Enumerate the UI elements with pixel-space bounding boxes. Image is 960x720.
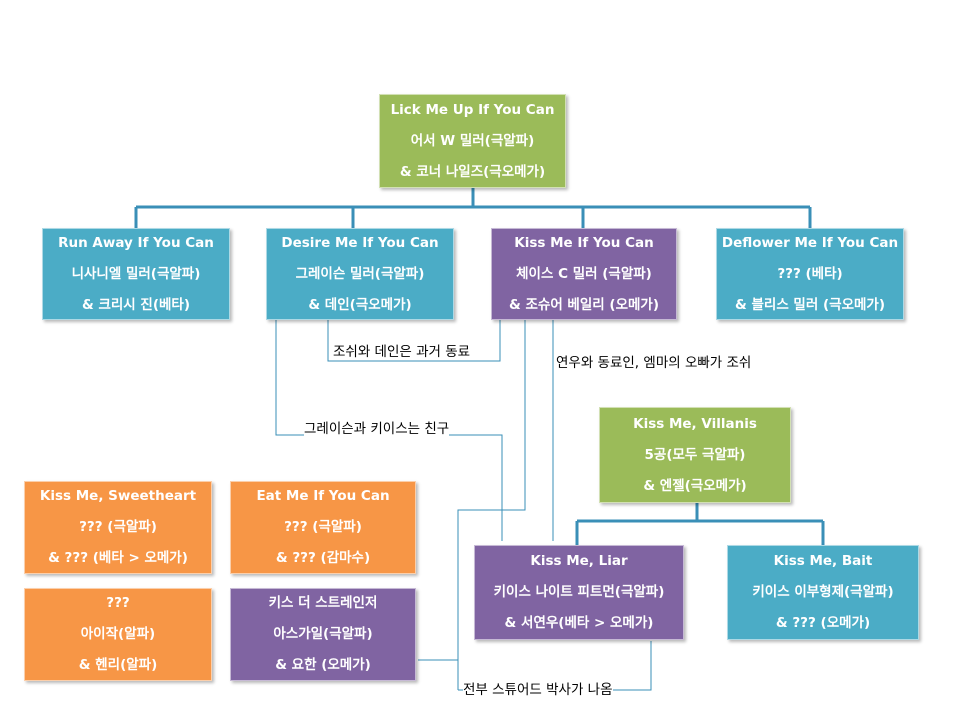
- node-title: Kiss Me, Bait: [773, 553, 873, 569]
- note-grayson-keith: 그레이슨과 키이스는 친구: [304, 421, 450, 437]
- node-title: Kiss Me If You Can: [514, 234, 654, 251]
- node-lick-me-up: Lick Me Up If You Can 어서 W 밀러(극알파) & 코너 …: [379, 94, 566, 188]
- node-alpha: ??? (극알파): [284, 519, 362, 535]
- node-title: 키스 더 스트레인저: [268, 595, 378, 611]
- node-title: Kiss Me, Sweetheart: [39, 488, 197, 504]
- node-alpha: 아스가일(극알파): [273, 626, 373, 642]
- node-partner: & 엔젤(극오메가): [643, 477, 747, 494]
- node-partner: & 조슈어 베일리 (오메가): [509, 296, 659, 313]
- node-eat-me: Eat Me If You Can ??? (극알파) & ??? (감마수): [230, 481, 416, 574]
- node-unknown: ??? 아이작(알파) & 헨리(알파): [24, 588, 212, 681]
- node-kiss-me: Kiss Me If You Can 체이스 C 밀러 (극알파) & 조슈어 …: [491, 228, 677, 320]
- node-title: Run Away If You Can: [58, 234, 214, 251]
- node-title: Deflower Me If You Can: [721, 234, 899, 251]
- node-alpha: 어서 W 밀러(극알파): [410, 132, 535, 149]
- node-title: Kiss Me, Villanis: [633, 415, 757, 432]
- node-run-away: Run Away If You Can 니사니엘 밀러(극알파) & 크리시 진…: [42, 228, 230, 320]
- node-alpha: 키이스 나이트 피트먼(극알파): [493, 584, 665, 600]
- node-title: Kiss Me, Liar: [530, 553, 628, 569]
- node-partner: & 데인(극오메가): [308, 296, 412, 313]
- node-alpha: 니사니엘 밀러(극알파): [71, 265, 201, 282]
- node-kiss-me-liar: Kiss Me, Liar 키이스 나이트 피트먼(극알파) & 서연우(베타 …: [474, 545, 684, 640]
- node-kiss-me-sweetheart: Kiss Me, Sweetheart ??? (극알파) & ??? (베타 …: [24, 481, 212, 574]
- node-partner: & ??? (감마수): [275, 550, 371, 566]
- node-alpha: 체이스 C 밀러 (극알파): [516, 265, 652, 282]
- node-title: ???: [106, 595, 130, 611]
- node-partner: & ??? (오메가): [775, 615, 871, 631]
- node-desire-me: Desire Me If You Can 그레이슨 밀러(극알파) & 데인(극…: [266, 228, 454, 320]
- note-yeonwoo-emma: 연우와 동료인, 엠마의 오빠가 조쉬: [556, 355, 752, 371]
- node-kiss-me-villanis: Kiss Me, Villanis 5공(모두 극알파) & 엔젤(극오메가): [599, 407, 791, 503]
- node-alpha: 그레이슨 밀러(극알파): [295, 265, 425, 282]
- node-partner: & 블리스 밀러 (극오메가): [735, 296, 885, 313]
- node-title: Desire Me If You Can: [281, 234, 439, 251]
- node-kiss-the-stranger: 키스 더 스트레인저 아스가일(극알파) & 요한 (오메가): [230, 588, 416, 681]
- node-title: Lick Me Up If You Can: [390, 101, 555, 118]
- node-alpha: 아이작(알파): [80, 626, 156, 642]
- node-deflower-me: Deflower Me If You Can ??? (베타) & 블리스 밀러…: [716, 228, 904, 320]
- node-alpha: 5공(모두 극알파): [644, 446, 746, 463]
- node-title: Eat Me If You Can: [256, 488, 390, 504]
- note-dr-steward: 전부 스튜어드 박사가 나옴: [463, 682, 613, 698]
- node-partner: & ??? (베타 > 오메가): [48, 550, 188, 566]
- relation-line-chase-stranger: [457, 320, 526, 690]
- node-kiss-me-bait: Kiss Me, Bait 키이스 이부형제(극알파) & ??? (오메가): [727, 545, 919, 640]
- node-partner: & 헨리(알파): [78, 657, 158, 673]
- node-partner: & 코너 나일즈(극오메가): [399, 163, 546, 180]
- node-partner: & 서연우(베타 > 오메가): [504, 615, 654, 631]
- node-alpha: 키이스 이부형제(극알파): [752, 584, 894, 600]
- node-alpha: ??? (베타): [777, 265, 843, 282]
- node-partner: & 크리시 진(베타): [81, 296, 191, 313]
- note-chase-dane: 조쉬와 데인은 과거 동료: [333, 344, 471, 360]
- relation-line-chase-dane: [327, 320, 501, 362]
- node-alpha: ??? (극알파): [79, 519, 157, 535]
- node-partner: & 요한 (오메가): [275, 657, 371, 673]
